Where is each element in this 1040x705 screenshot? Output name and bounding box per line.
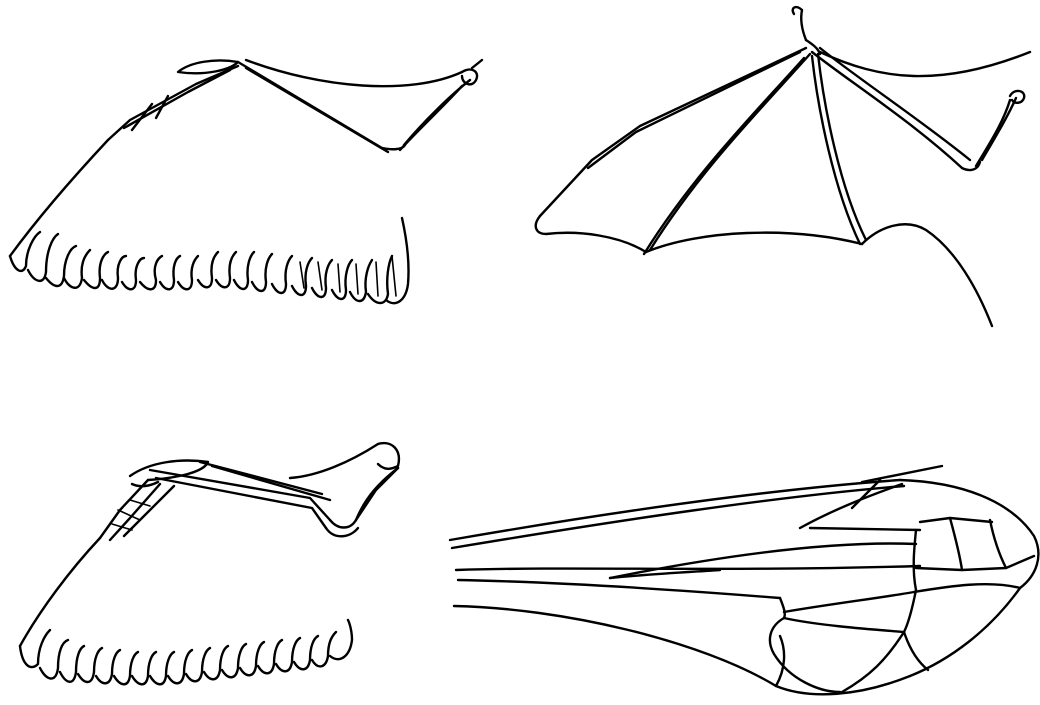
insect-wing-outline [450, 466, 1038, 694]
insect-wing-veins [456, 480, 1034, 692]
